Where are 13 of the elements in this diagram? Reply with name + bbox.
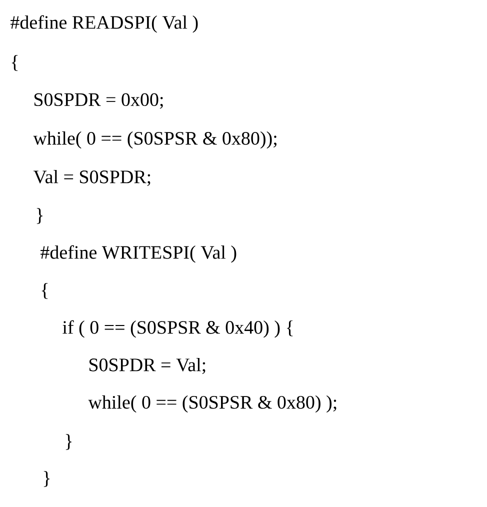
code-line: while( 0 == (S0SPSR & 0x80));	[33, 131, 276, 149]
code-line: Val = S0SPDR;	[33, 170, 150, 186]
code-line: }	[44, 471, 50, 487]
code-line: while( 0 == (S0SPSR & 0x80) );	[88, 395, 336, 413]
code-line: #define WRITESPI( Val )	[40, 245, 236, 263]
code-line: S0SPDR = 0x00;	[34, 93, 163, 109]
code-line: {	[42, 283, 48, 299]
code-line: }	[66, 434, 72, 450]
code-line: #define READSPI( Val )	[10, 15, 198, 33]
code-line: }	[36, 208, 43, 224]
code-line: {	[12, 55, 18, 71]
code-line: if ( 0 == (S0SPSR & 0x40) ) {	[62, 320, 293, 338]
code-line: S0SPDR = Val;	[89, 358, 206, 374]
